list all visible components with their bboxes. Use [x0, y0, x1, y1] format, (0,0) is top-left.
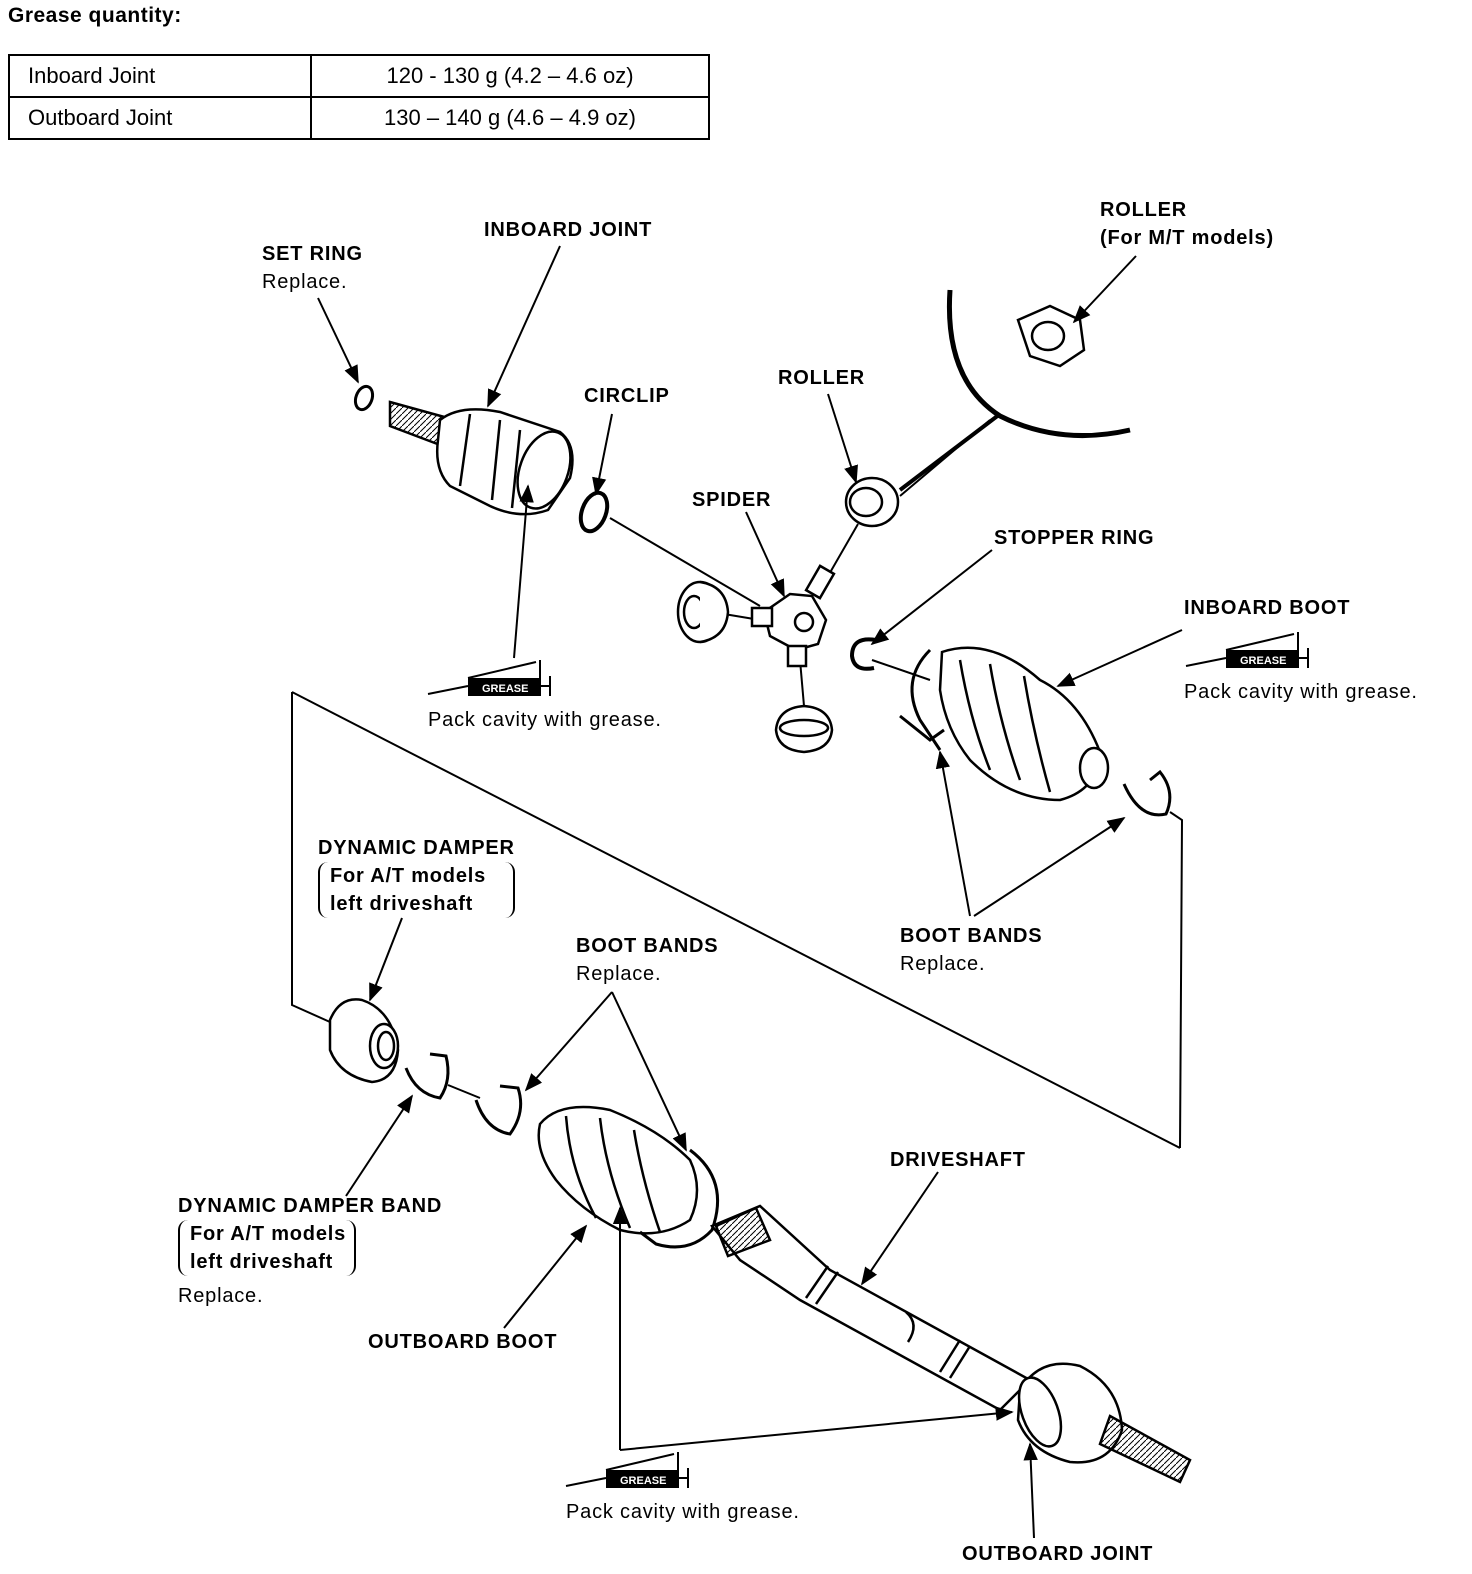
boot-band-outboard-large [639, 1148, 720, 1249]
roller-left [676, 580, 730, 644]
label-note: Pack cavity with grease. [1184, 681, 1418, 703]
joint-cell: Outboard Joint [8, 96, 312, 140]
grease-gun-icon: GREASE [565, 1452, 689, 1488]
grease-quantity-table: Inboard Joint 120 - 130 g (4.2 – 4.6 oz)… [8, 54, 710, 140]
roller-mt-inset [898, 289, 1131, 492]
circlip [578, 490, 610, 534]
label-note: (For M/T models) [1100, 227, 1274, 249]
boot-band-outboard-small [474, 1084, 523, 1136]
inboard-joint-grease-note: Pack cavity with grease. [428, 706, 662, 734]
inboard-boot [938, 646, 1110, 802]
label-title: STOPPER RING [994, 527, 1155, 549]
label-note: Replace. [900, 953, 986, 975]
label-title: DRIVESHAFT [890, 1149, 1026, 1171]
dynamic-damper-band [404, 1052, 450, 1100]
inboard-joint-label: INBOARD JOINT [484, 216, 652, 244]
label-line: For A/T models [190, 1223, 347, 1245]
label-line: left driveshaft [190, 1251, 334, 1273]
outboard-boot-label: OUTBOARD BOOT [368, 1328, 557, 1356]
set-ring-label: SET RING Replace. [262, 240, 363, 296]
label-note: Replace. [262, 271, 348, 293]
outboard-joint-label: OUTBOARD JOINT [962, 1540, 1153, 1568]
joint-cell: Inboard Joint [8, 54, 312, 98]
label-title: OUTBOARD BOOT [368, 1331, 558, 1353]
leader-lines [317, 245, 1183, 1539]
label-parenthetical: For A/T models left driveshaft [178, 1220, 357, 1276]
spider [750, 564, 836, 668]
circlip-label: CIRCLIP [584, 382, 670, 410]
grease-gun-icon: GREASE [1185, 632, 1309, 668]
label-title: DYNAMIC DAMPER BAND [178, 1195, 443, 1217]
label-title: BOOT BANDS [900, 925, 1043, 947]
table-row: Inboard Joint 120 - 130 g (4.2 – 4.6 oz) [8, 54, 710, 98]
driveshaft [709, 1204, 1033, 1412]
grease-gun-icon: GREASE [427, 660, 551, 696]
label-line: For A/T models [330, 865, 487, 887]
label-title: BOOT BANDS [576, 935, 719, 957]
grease-gun-label: GREASE [1240, 655, 1286, 667]
set-ring [353, 384, 375, 412]
label-title: INBOARD JOINT [484, 219, 653, 241]
inboard-boot-grease-note: Pack cavity with grease. [1184, 678, 1418, 706]
dynamic-damper-label: DYNAMIC DAMPER For A/T models left drive… [318, 834, 515, 918]
label-title: ROLLER [1100, 199, 1188, 221]
grease-gun-label: GREASE [620, 1475, 666, 1487]
outboard-boot [537, 1105, 699, 1235]
roller-label: ROLLER [778, 364, 865, 392]
roller-top [844, 476, 900, 528]
label-title: DYNAMIC DAMPER [318, 837, 515, 859]
label-title: SET RING [262, 243, 363, 265]
grease-gun-label: GREASE [482, 683, 528, 695]
amount-cell: 130 – 140 g (4.6 – 4.9 oz) [310, 96, 710, 140]
boot-band-inboard-large [899, 648, 945, 751]
label-note: Replace. [576, 963, 662, 985]
label-title: INBOARD BOOT [1184, 597, 1351, 619]
label-note: Pack cavity with grease. [428, 709, 662, 731]
roller-bottom [774, 704, 834, 754]
label-title: CIRCLIP [584, 385, 670, 407]
inboard-joint [388, 400, 574, 516]
label-title: SPIDER [692, 489, 772, 511]
outboard-grease-note: Pack cavity with grease. [566, 1498, 800, 1526]
dynamic-damper-band-label: DYNAMIC DAMPER BAND For A/T models left … [178, 1192, 442, 1310]
spider-label: SPIDER [692, 486, 771, 514]
stopper-ring-label: STOPPER RING [994, 524, 1154, 552]
boot-band-inboard-small [1122, 769, 1172, 817]
inboard-boot-label: INBOARD BOOT [1184, 594, 1350, 622]
outboard-joint [1016, 1362, 1192, 1484]
stopper-ring [849, 637, 877, 671]
driveshaft-label: DRIVESHAFT [890, 1146, 1026, 1174]
roller-mt [1016, 304, 1086, 368]
amount-cell: 120 - 130 g (4.2 – 4.6 oz) [310, 54, 710, 98]
boot-bands-outboard-label: BOOT BANDS Replace. [576, 932, 718, 988]
label-line: left driveshaft [330, 893, 474, 915]
label-parenthetical: For A/T models left driveshaft [318, 862, 515, 918]
table-row: Outboard Joint 130 – 140 g (4.6 – 4.9 oz… [8, 96, 710, 140]
label-title: ROLLER [778, 367, 866, 389]
label-title: OUTBOARD JOINT [962, 1543, 1154, 1565]
boot-bands-inboard-label: BOOT BANDS Replace. [900, 922, 1042, 978]
grease-quantity-heading: Grease quantity: [8, 4, 182, 27]
label-note: Replace. [178, 1285, 264, 1307]
dynamic-damper [328, 998, 400, 1084]
roller-mt-label: ROLLER (For M/T models) [1100, 196, 1274, 252]
label-note: Pack cavity with grease. [566, 1501, 800, 1523]
